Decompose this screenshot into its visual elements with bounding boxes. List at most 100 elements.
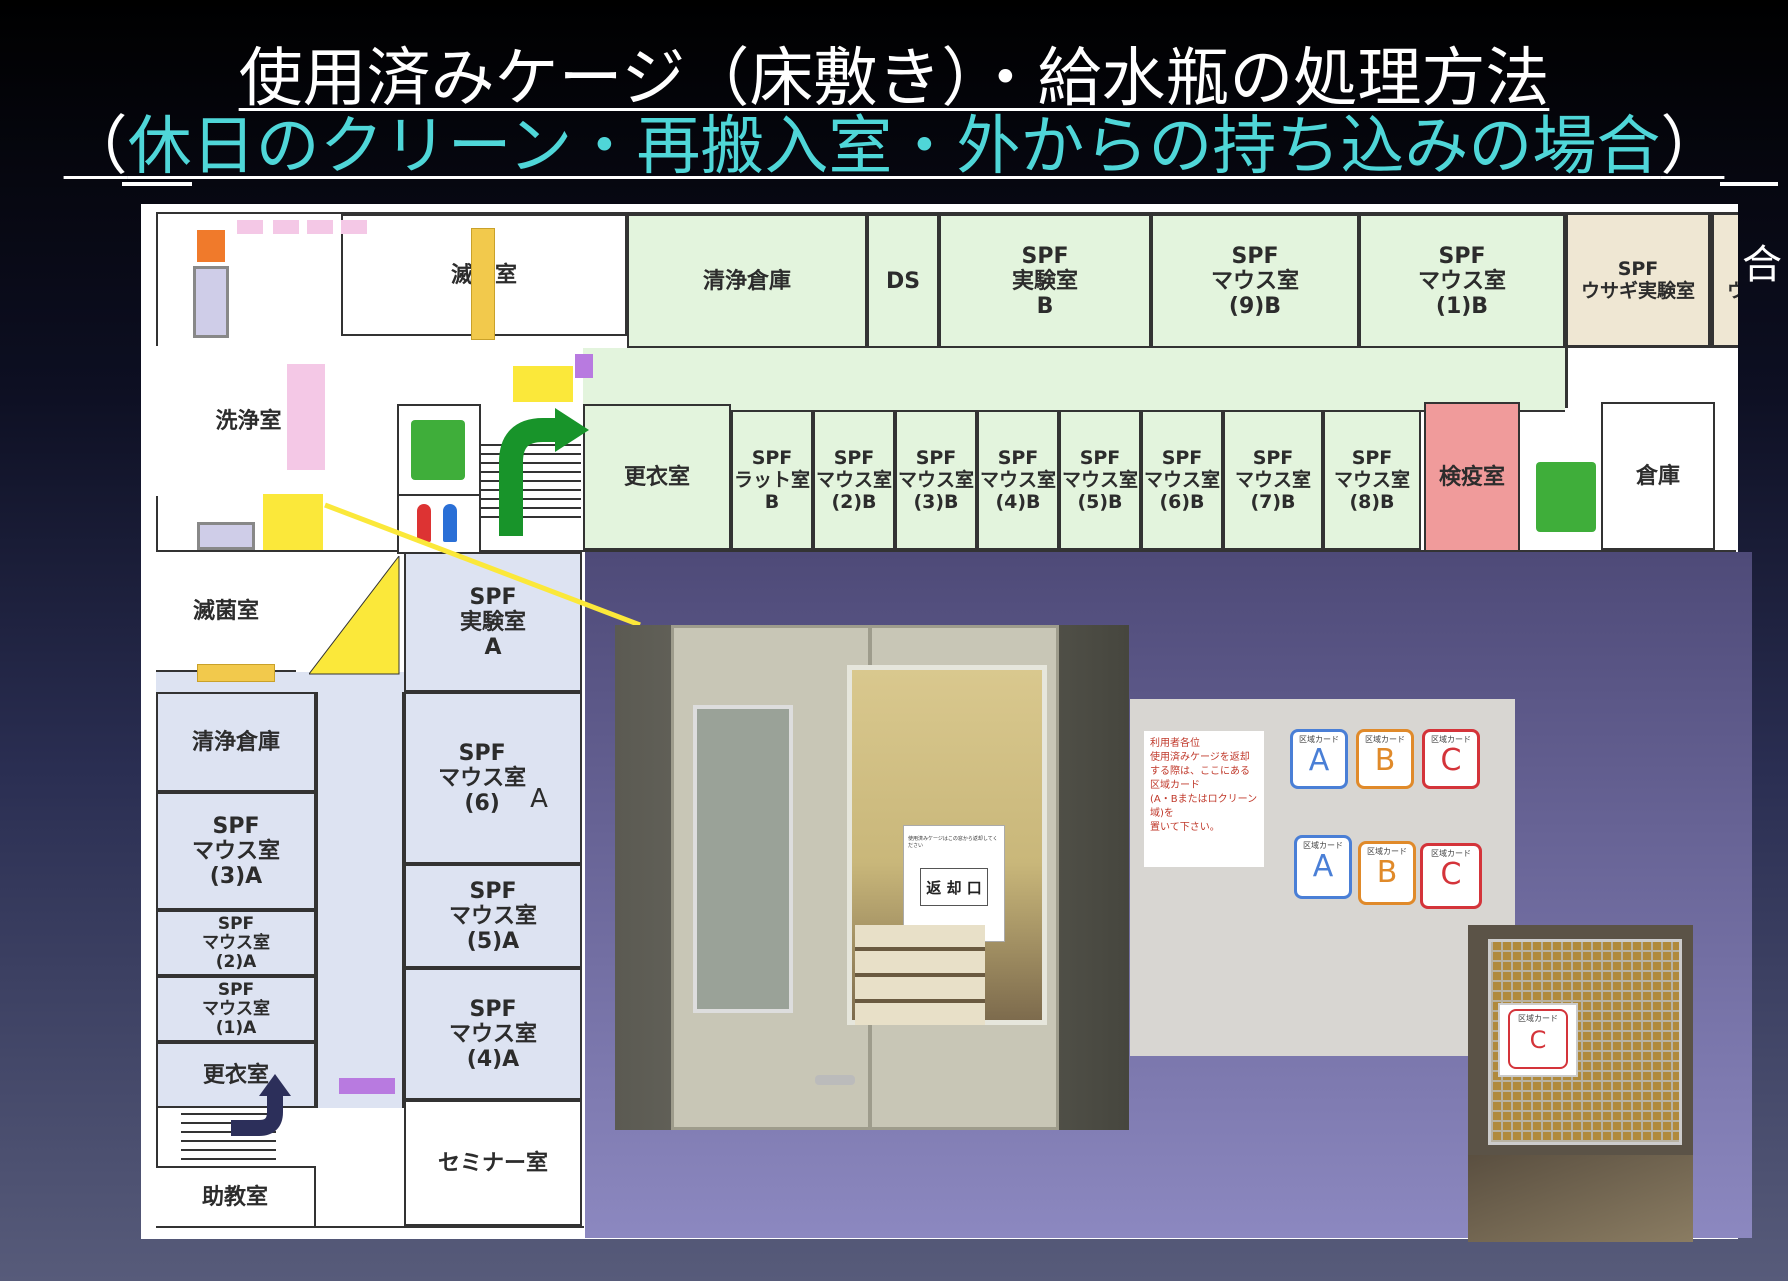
- cage-card-holder: 区域カード C: [1498, 1003, 1578, 1077]
- room-spf-mouse-3a: SPF マウス室 (3)A: [156, 792, 316, 910]
- yellow-marker-return-window: [263, 494, 323, 550]
- room-spf-mouse-6a-letter: A: [530, 784, 548, 814]
- orange-marker: [197, 230, 225, 262]
- room-spf-mouse-6a: SPF マウス室 (6)A: [404, 692, 582, 864]
- purple-marker-bottom: [339, 1078, 395, 1094]
- male-restroom-icon: [443, 504, 457, 542]
- return-sign-label: 返 却 口: [920, 868, 988, 906]
- room-assistant-prof: 助教室: [156, 1166, 316, 1226]
- elevator-icon: [411, 420, 465, 480]
- card-value: B: [1376, 855, 1398, 890]
- room-spf-mouse-1a: SPF マウス室 (1)A: [156, 976, 316, 1042]
- green-route-arrow: [499, 408, 589, 536]
- rabbit-corridor: [1565, 348, 1738, 408]
- title-open-paren: （: [63, 110, 128, 184]
- clipped-side-char: 合: [1742, 242, 1782, 288]
- return-sign: 使用済みケージはこの窓から返却してください 返 却 口: [903, 825, 1005, 942]
- room-sterilization-left: 滅菌室: [156, 552, 296, 672]
- card-value: A: [1308, 743, 1330, 778]
- room-spf-mouse-1b: SPF マウス室 (1)B: [1359, 214, 1565, 348]
- room-spf-mouse-3b: SPF マウス室 (3)B: [895, 410, 977, 550]
- card-label: 区域カード: [1431, 849, 1471, 858]
- room-spf-mouse-2a: SPF マウス室 (2)A: [156, 910, 316, 976]
- wall-mid-bottom: [156, 550, 1736, 552]
- pass-box-triangle: [309, 556, 400, 675]
- card-label: 区域カード: [1367, 847, 1407, 856]
- room-spf-mouse-6b: SPF マウス室 (6)B: [1141, 410, 1223, 550]
- room-spf-mouse-5b: SPF マウス室 (5)B: [1059, 410, 1141, 550]
- elevator-icon-2: [1536, 462, 1596, 532]
- cage-area-card-c: 区域カード C: [1508, 1009, 1568, 1069]
- pink-marker-2: [273, 220, 299, 234]
- pink-marker-1: [237, 220, 263, 234]
- cage-card-label: 区域カード: [1518, 1014, 1558, 1023]
- elevator-1: [397, 404, 481, 498]
- purple-marker-top: [575, 354, 593, 378]
- title-rule-right: [1720, 182, 1778, 186]
- stairs-upper: [481, 444, 581, 524]
- room-clean-storage-top: 清浄倉庫: [627, 214, 867, 348]
- room-quarantine: 検疫室: [1424, 402, 1520, 552]
- return-window-door-photo: 使用済みケージはこの窓から返却してください 返 却 口: [615, 625, 1129, 1130]
- board-notice: 利用者各位 使用済みケージを返却 する際は、ここにある 区域カード (A・Bまた…: [1144, 731, 1264, 867]
- pink-marker-4: [341, 220, 367, 234]
- title-subtitle-text: 休日のクリーン・再搬入室・外からの持ち込みの場合: [127, 110, 1661, 184]
- area-card-board-photo: 利用者各位 使用済みケージを返却 する際は、ここにある 区域カード (A・Bまた…: [1130, 699, 1515, 1056]
- lavender-equipment-mid: [197, 522, 255, 550]
- female-restroom-icon: [417, 504, 431, 542]
- room-spf-mouse-4a: SPF マウス室 (4)A: [404, 968, 582, 1100]
- door-left-window: [693, 705, 793, 1013]
- room-changing-b: 更衣室: [583, 404, 731, 550]
- stacked-cages: [855, 925, 985, 1025]
- card-label: 区域カード: [1365, 735, 1405, 744]
- lavender-equipment-top: [193, 266, 229, 338]
- room-spf-lab-b: SPF 実験室 B: [939, 214, 1151, 348]
- outer-wall-bottom: [156, 1226, 584, 1228]
- return-sign-small: 使用済みケージはこの窓から返却してください: [908, 836, 998, 849]
- cage-card-value: C: [1529, 1026, 1547, 1054]
- spf-a-corridor: [316, 692, 404, 1108]
- room-storage: 倉庫: [1601, 402, 1715, 550]
- door-handle: [815, 1075, 855, 1085]
- room-changing-a: 更衣室: [156, 1042, 316, 1108]
- room-clean-storage-left: 清浄倉庫: [156, 692, 316, 792]
- yellow-bar-sterilizer-left: [197, 664, 275, 682]
- cage-photo-floor: [1468, 1155, 1693, 1242]
- outer-wall-top: [156, 212, 1736, 214]
- room-spf-mouse-5a: SPF マウス室 (5)A: [404, 864, 582, 968]
- room-spf-mouse-2b: SPF マウス室 (2)B: [813, 410, 895, 550]
- pink-washer: [287, 364, 325, 470]
- slide-title-line1: 使用済みケージ（床敷き）・給水瓶の処理方法: [238, 42, 1550, 116]
- clean-corridor-b: [583, 348, 1565, 412]
- navy-route-arrow: [231, 1074, 291, 1136]
- room-spf-rabbit-breeding: SPF ウサギ飼育室: [1711, 212, 1738, 348]
- card-value: B: [1374, 743, 1396, 778]
- room-spf-rat-b: SPF ラット室 B: [731, 410, 813, 550]
- room-spf-mouse-9b: SPF マウス室 (9)B: [1151, 214, 1359, 348]
- callout-line: [324, 502, 641, 628]
- pink-marker-3: [307, 220, 333, 234]
- card-value: C: [1440, 743, 1462, 778]
- card-label: 区域カード: [1431, 735, 1471, 744]
- card-value: A: [1312, 849, 1334, 884]
- room-spf-rabbit-lab: SPF ウサギ実験室: [1565, 212, 1711, 348]
- card-label: 区域カード: [1299, 735, 1339, 744]
- room-spf-mouse-7b: SPF マウス室 (7)B: [1223, 410, 1323, 550]
- room-seminar: セミナー室: [404, 1100, 582, 1226]
- room-spf-mouse-8b: SPF マウス室 (8)B: [1323, 410, 1421, 550]
- yellow-bar-sterilizer-top: [471, 228, 495, 340]
- room-spf-mouse-6a-label: SPF マウス室 (6): [438, 740, 527, 816]
- title-close-paren: ）: [1660, 110, 1725, 184]
- cage-with-card-photo: 区域カード C: [1468, 925, 1693, 1242]
- card-value: C: [1440, 857, 1462, 892]
- room-spf-lab-a: SPF 実験室 A: [404, 552, 582, 692]
- title-rule-left: [122, 182, 192, 186]
- yellow-marker-corridor: [513, 366, 573, 402]
- slide-title-line2: （休日のクリーン・再搬入室・外からの持ち込みの場合）: [0, 110, 1788, 184]
- room-spf-mouse-4b: SPF マウス室 (4)B: [977, 410, 1059, 550]
